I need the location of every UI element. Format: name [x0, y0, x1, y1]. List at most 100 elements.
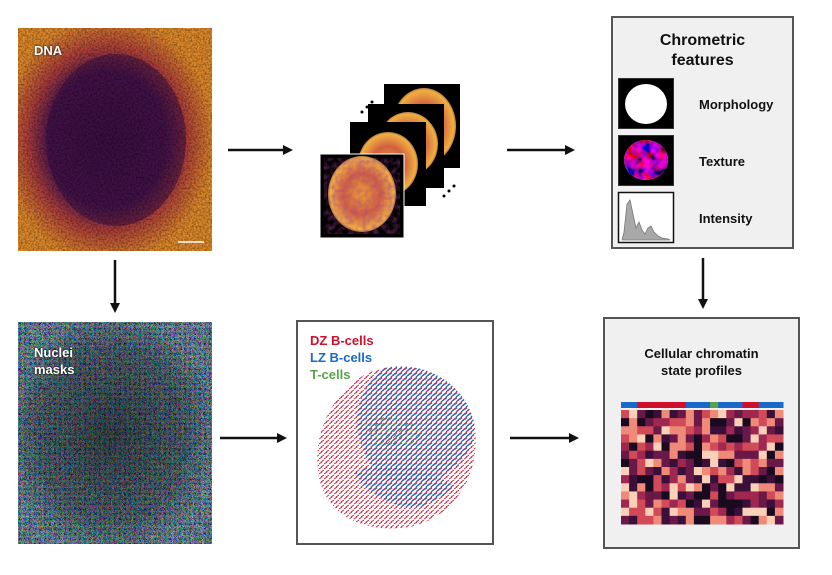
- heatmap-cell: [661, 434, 671, 444]
- heatmap-cell: [637, 515, 646, 525]
- heatmap-cell: [653, 515, 662, 525]
- heatmap-cell: [734, 418, 743, 427]
- feature-label-texture: Texture: [699, 154, 745, 169]
- heatmap-cell: [758, 467, 768, 476]
- lz-region-lower: [354, 464, 454, 508]
- heatmap-cell: [734, 499, 743, 509]
- heatmap-cell: [702, 442, 711, 452]
- heatmap-cell: [766, 491, 776, 501]
- heatmap-group-cell: [629, 402, 638, 408]
- heatmap-cell: [750, 483, 760, 492]
- heatmap-cell: [661, 515, 671, 525]
- heatmap-cell: [734, 515, 743, 525]
- heatmap-cell: [629, 483, 638, 492]
- heatmap-cell: [710, 434, 719, 444]
- heatmap-cell: [669, 491, 679, 501]
- heatmap-cell: [685, 515, 695, 525]
- heatmap-cell: [726, 450, 735, 460]
- t-cell-region: [362, 417, 424, 447]
- heatmap-cell: [726, 491, 735, 501]
- nuclei-masks-panel: Nuclei masks: [18, 322, 212, 544]
- heatmap-cell: [685, 410, 695, 419]
- heatmap-cell: [645, 450, 654, 460]
- heatmap-cell: [718, 426, 727, 435]
- heatmap-group-cell: [693, 402, 703, 408]
- heatmap-cell: [742, 410, 752, 419]
- heatmap-cell: [742, 483, 752, 492]
- heatmap-cell: [677, 434, 687, 444]
- chrometric-title-line1: Chrometric: [659, 32, 746, 49]
- heatmap-cell: [621, 483, 630, 492]
- heatmap-group-cell: [685, 402, 695, 408]
- heatmap-cell: [742, 426, 752, 435]
- heatmap-cell: [742, 434, 752, 444]
- profiles-title: Cellular chromatin state profiles: [605, 345, 798, 379]
- heatmap-cell: [637, 418, 646, 427]
- heatmap-cell: [629, 467, 638, 476]
- heatmap-cell: [637, 458, 646, 468]
- heatmap-cell: [677, 499, 687, 509]
- heatmap-cell: [750, 434, 760, 444]
- heatmap-cell: [742, 442, 752, 452]
- heatmap-cell: [645, 515, 654, 525]
- heatmap-cell: [718, 491, 727, 501]
- heatmap-group-cell: [750, 402, 760, 408]
- heatmap-cell: [653, 418, 662, 427]
- heatmap-cell: [774, 483, 784, 492]
- heatmap-cell: [685, 467, 695, 476]
- heatmap-cell: [693, 515, 703, 525]
- heatmap-cell: [677, 483, 687, 492]
- heatmap-group-cell: [710, 402, 719, 408]
- heatmap-cell: [750, 507, 760, 517]
- heatmap-cell: [629, 450, 638, 460]
- heatmap-cell: [774, 426, 784, 435]
- heatmap-cell: [766, 499, 776, 509]
- heatmap-cell: [685, 475, 695, 484]
- heatmap-cell: [774, 499, 784, 509]
- heatmap-cell: [734, 475, 743, 484]
- heatmap-cell: [702, 426, 711, 435]
- heatmap-cell: [677, 491, 687, 501]
- heatmap-cell: [645, 475, 654, 484]
- heatmap-cell: [774, 418, 784, 427]
- heatmap-cell: [645, 426, 654, 435]
- heatmap-cell: [718, 434, 727, 444]
- heatmap-cell: [637, 491, 646, 501]
- heatmap-cell: [653, 491, 662, 501]
- heatmap-cell: [766, 450, 776, 460]
- heatmap-cell: [669, 410, 679, 419]
- heatmap-cell: [702, 450, 711, 460]
- heatmap-cell: [621, 434, 630, 444]
- heatmap-cell: [661, 507, 671, 517]
- heatmap-cell: [661, 499, 671, 509]
- heatmap-cell: [734, 442, 743, 452]
- heatmap-cell: [669, 450, 679, 460]
- heatmap-cell: [734, 491, 743, 501]
- heatmap-cell: [621, 499, 630, 509]
- heatmap-cell: [661, 410, 671, 419]
- heatmap-cell: [758, 491, 768, 501]
- heatmap-cell: [750, 418, 760, 427]
- heatmap-cell: [621, 475, 630, 484]
- heatmap-cell: [726, 458, 735, 468]
- heatmap-cell: [621, 442, 630, 452]
- heatmap-cell: [645, 483, 654, 492]
- heatmap-cell: [766, 475, 776, 484]
- heatmap-cell: [645, 467, 654, 476]
- heatmap-cell: [685, 426, 695, 435]
- heatmap-cell: [774, 442, 784, 452]
- heatmap-group-cell: [669, 402, 679, 408]
- heatmap-cell: [669, 467, 679, 476]
- heatmap-cell: [669, 434, 679, 444]
- heatmap-cell: [766, 507, 776, 517]
- heatmap-cell: [653, 467, 662, 476]
- heatmap-cell: [669, 442, 679, 452]
- ellipsis-top: [360, 100, 374, 114]
- heatmap-cell: [742, 458, 752, 468]
- heatmap-cell: [758, 426, 768, 435]
- heatmap-cell: [710, 475, 719, 484]
- heatmap-cell: [726, 475, 735, 484]
- heatmap-cell: [653, 458, 662, 468]
- legend-dz-b-cells: DZ B-cells: [310, 333, 374, 348]
- heatmap-cell: [710, 410, 719, 419]
